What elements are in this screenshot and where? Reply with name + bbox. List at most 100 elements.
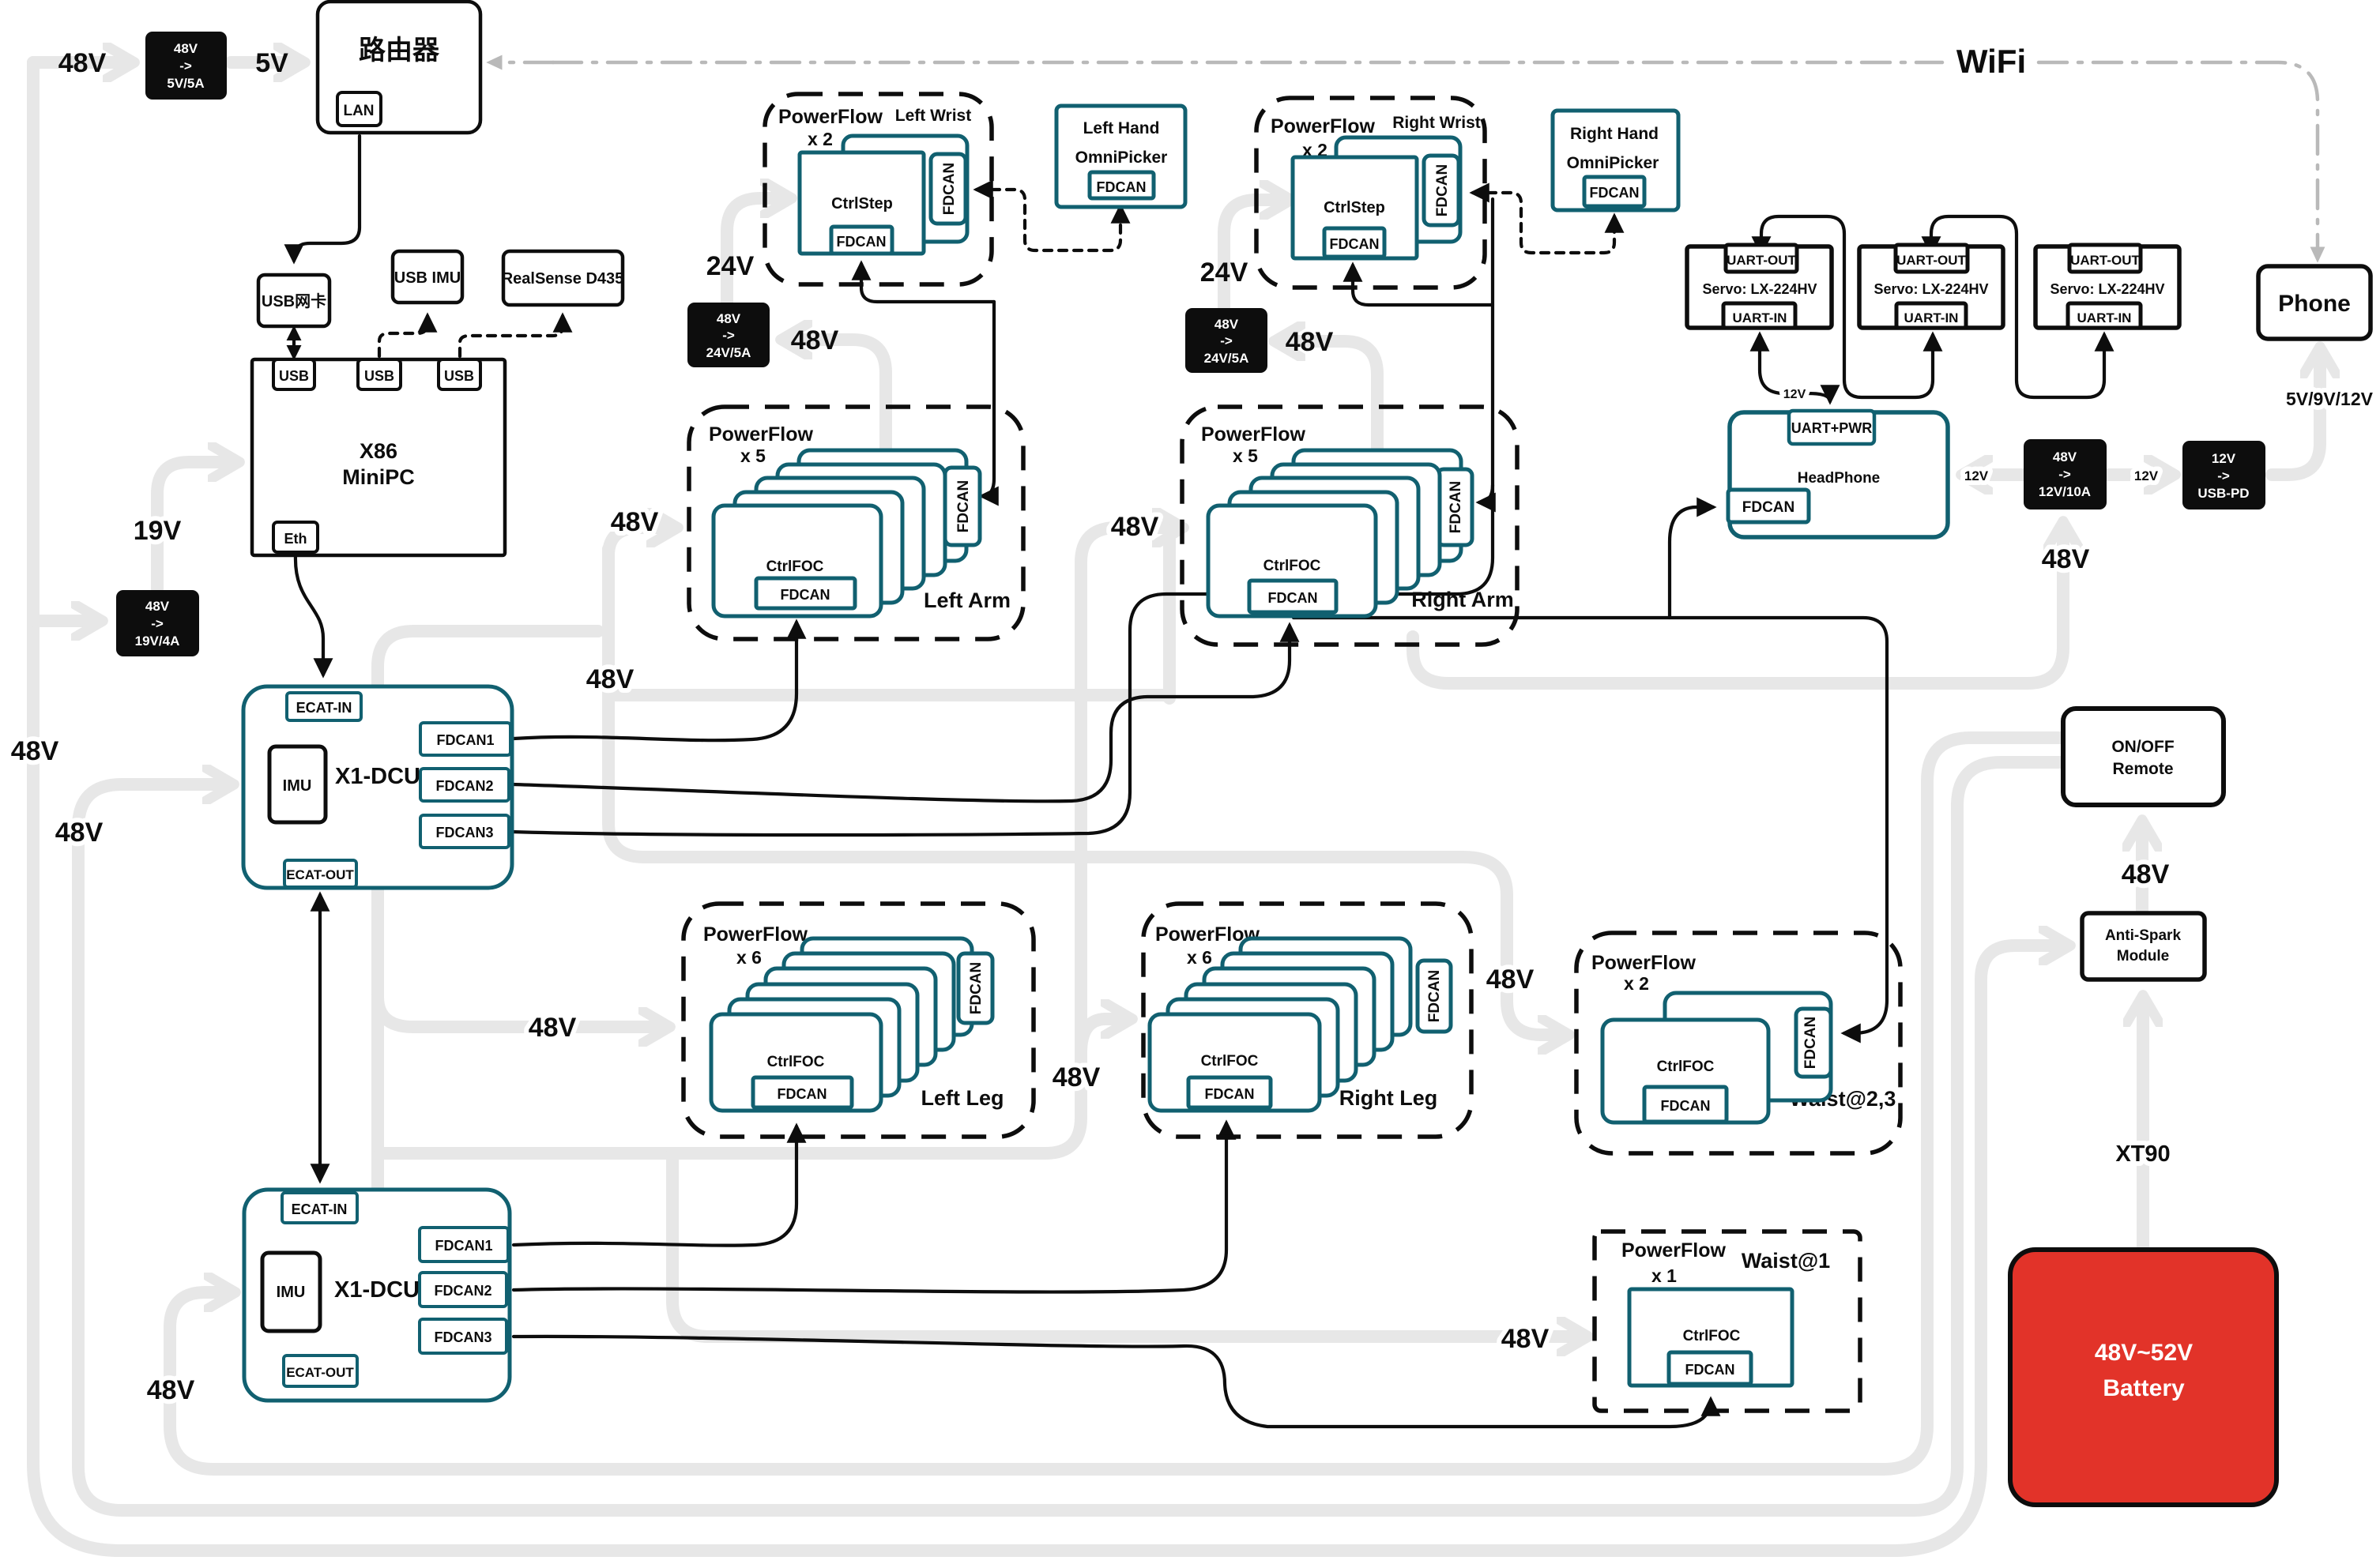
svg-text:CtrlStep: CtrlStep [1324, 199, 1385, 216]
svg-text:Servo: LX-224HV: Servo: LX-224HV [1702, 281, 1817, 297]
svg-text:48V: 48V [1214, 317, 1239, 332]
svg-text:FDCAN: FDCAN [1802, 1017, 1819, 1070]
svg-text:ECAT-IN: ECAT-IN [296, 700, 352, 716]
svg-text:FDCAN: FDCAN [1742, 499, 1795, 516]
svg-text:12V: 12V [2134, 468, 2159, 483]
svg-text:HeadPhone: HeadPhone [1798, 470, 1881, 487]
svg-text:FDCAN: FDCAN [1330, 236, 1380, 252]
svg-text:X1-DCU: X1-DCU [334, 1277, 420, 1303]
svg-text:12V: 12V [1783, 388, 1806, 401]
svg-text:FDCAN: FDCAN [1661, 1098, 1711, 1114]
svg-text:ECAT-OUT: ECAT-OUT [286, 867, 354, 882]
svg-text:IMU: IMU [283, 777, 312, 795]
svg-text:USB网卡: USB网卡 [262, 292, 326, 310]
svg-text:->: -> [2217, 468, 2230, 483]
svg-text:Servo: LX-224HV: Servo: LX-224HV [2050, 281, 2164, 297]
svg-text:UART-IN: UART-IN [1904, 310, 1959, 325]
svg-text:USB-PD: USB-PD [2197, 486, 2249, 501]
svg-text:Remote: Remote [2112, 760, 2173, 778]
svg-text:x 5: x 5 [740, 446, 766, 466]
svg-text:UART-OUT: UART-OUT [1896, 253, 1966, 268]
svg-text:ON/OFF: ON/OFF [2111, 738, 2174, 756]
svg-text:ECAT-IN: ECAT-IN [292, 1201, 348, 1217]
svg-text:48V: 48V [1053, 1062, 1101, 1092]
svg-text:Left Leg: Left Leg [921, 1086, 1004, 1110]
svg-text:XT90: XT90 [2115, 1141, 2170, 1167]
svg-text:CtrlFOC: CtrlFOC [1683, 1328, 1741, 1344]
svg-text:5V/9V/12V: 5V/9V/12V [2286, 389, 2374, 409]
svg-text:Right Wrist: Right Wrist [1392, 114, 1481, 132]
svg-text:Left Hand: Left Hand [1083, 119, 1160, 137]
svg-text:Phone: Phone [2278, 291, 2351, 317]
svg-text:->: -> [2058, 467, 2071, 482]
svg-text:CtrlStep: CtrlStep [831, 195, 893, 212]
svg-text:Left Wrist: Left Wrist [895, 107, 971, 125]
svg-text:FDCAN: FDCAN [781, 587, 830, 603]
svg-text:Right Hand: Right Hand [1570, 125, 1659, 143]
svg-text:FDCAN1: FDCAN1 [435, 1238, 492, 1254]
svg-text:UART-IN: UART-IN [1733, 310, 1787, 325]
svg-text:FDCAN3: FDCAN3 [434, 1329, 491, 1345]
svg-text:USB: USB [279, 368, 309, 384]
svg-text:x 5: x 5 [1233, 446, 1258, 466]
svg-text:OmniPicker: OmniPicker [1567, 154, 1659, 172]
svg-text:FDCAN: FDCAN [778, 1086, 827, 1102]
svg-text:PowerFlow: PowerFlow [1201, 423, 1306, 446]
svg-text:PowerFlow: PowerFlow [703, 923, 808, 946]
svg-text:19V/4A: 19V/4A [135, 634, 180, 649]
svg-text:Battery: Battery [2103, 1375, 2185, 1401]
svg-text:48V: 48V [1501, 1324, 1550, 1354]
svg-text:UART-IN: UART-IN [2077, 310, 2132, 325]
svg-text:12V/10A: 12V/10A [2039, 484, 2091, 499]
svg-text:LAN: LAN [343, 103, 374, 119]
svg-text:路由器: 路由器 [359, 36, 440, 66]
svg-text:USB IMU: USB IMU [394, 269, 461, 287]
svg-text:USB: USB [364, 368, 394, 384]
svg-text:OmniPicker: OmniPicker [1075, 149, 1168, 167]
svg-text:24V/5A: 24V/5A [706, 345, 751, 360]
svg-text:IMU: IMU [277, 1284, 306, 1301]
svg-text:48V: 48V [147, 1375, 195, 1405]
svg-text:48V: 48V [1111, 512, 1159, 542]
svg-text:48V: 48V [791, 325, 839, 355]
svg-text:FDCAN: FDCAN [837, 234, 887, 250]
svg-text:12V: 12V [1964, 468, 1989, 483]
svg-text:CtrlFOC: CtrlFOC [1263, 558, 1321, 574]
svg-text:FDCAN3: FDCAN3 [435, 825, 493, 840]
svg-text:PowerFlow: PowerFlow [1591, 952, 1697, 974]
svg-text:x 1: x 1 [1651, 1265, 1677, 1286]
svg-text:48V: 48V [1486, 964, 1535, 995]
svg-text:X86: X86 [360, 439, 397, 463]
svg-text:Right Arm: Right Arm [1411, 588, 1514, 611]
svg-text:Right Leg: Right Leg [1339, 1086, 1437, 1110]
svg-text:Waist@1: Waist@1 [1742, 1249, 1830, 1273]
svg-text:Left Arm: Left Arm [924, 588, 1011, 612]
svg-text:FDCAN: FDCAN [968, 962, 985, 1015]
svg-text:48V: 48V [2042, 544, 2090, 574]
svg-text:x 6: x 6 [736, 947, 762, 968]
svg-text:48V: 48V [2053, 449, 2077, 464]
svg-text:48V: 48V [717, 311, 741, 326]
svg-text:x 6: x 6 [1187, 947, 1212, 968]
svg-text:48V: 48V [58, 48, 107, 78]
svg-text:Servo: LX-224HV: Servo: LX-224HV [1873, 281, 1988, 297]
svg-text:MiniPC: MiniPC [342, 465, 415, 489]
svg-text:48V: 48V [1286, 327, 1334, 357]
svg-text:Module: Module [2117, 948, 2170, 964]
svg-text:FDCAN: FDCAN [1205, 1086, 1255, 1102]
svg-text:->: -> [722, 328, 735, 343]
svg-text:FDCAN: FDCAN [1097, 179, 1147, 195]
svg-text:5V: 5V [255, 48, 288, 78]
svg-text:48V: 48V [529, 1013, 577, 1043]
svg-text:CtrlFOC: CtrlFOC [766, 558, 824, 575]
svg-text:FDCAN: FDCAN [1268, 590, 1318, 606]
svg-text:ECAT-OUT: ECAT-OUT [286, 1365, 354, 1380]
svg-text:x 2: x 2 [1624, 973, 1649, 994]
svg-text:48V: 48V [2122, 859, 2170, 889]
svg-text:X1-DCU: X1-DCU [335, 764, 420, 789]
svg-text:5V/5A: 5V/5A [167, 76, 204, 91]
svg-text:RealSense D435: RealSense D435 [502, 270, 624, 288]
svg-text:PowerFlow: PowerFlow [1621, 1239, 1727, 1262]
svg-text:PowerFlow: PowerFlow [709, 423, 814, 446]
svg-text:FDCAN: FDCAN [1590, 185, 1640, 201]
